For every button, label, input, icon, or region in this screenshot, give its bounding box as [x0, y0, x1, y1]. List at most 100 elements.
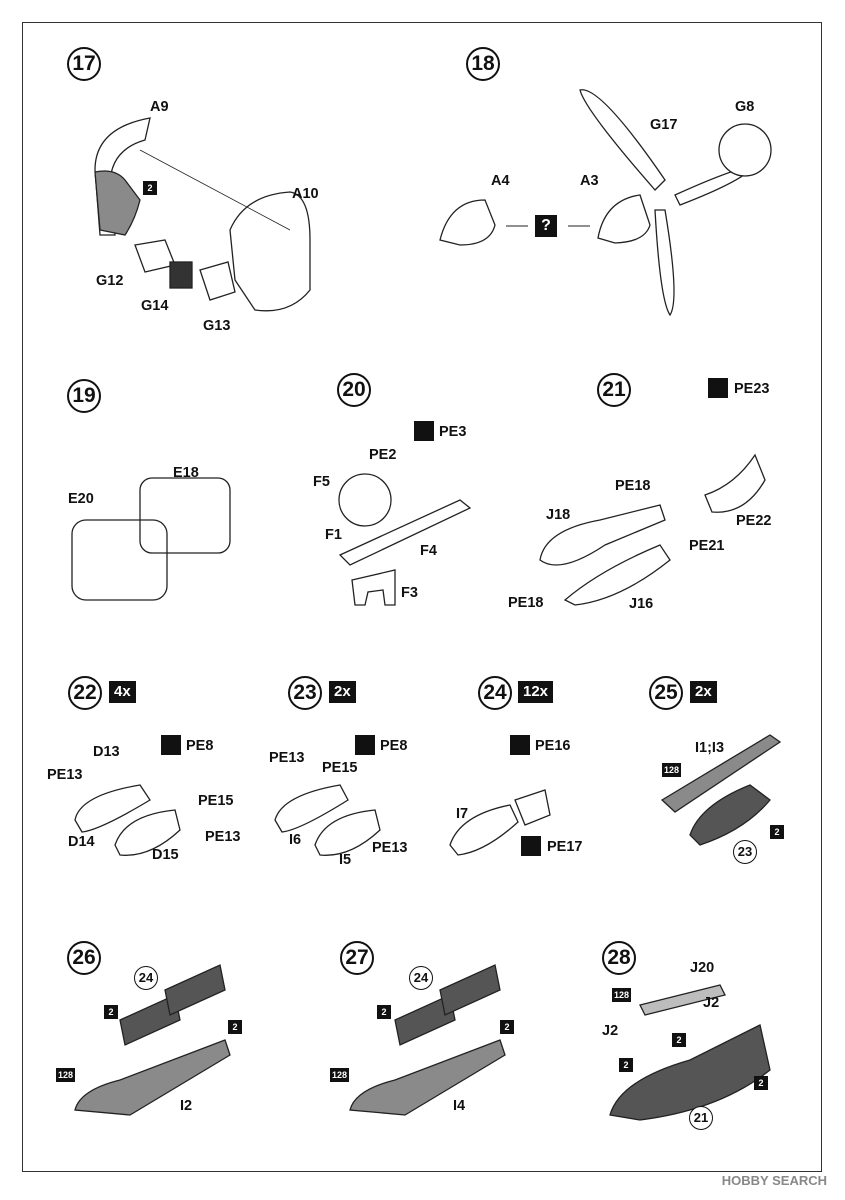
part-g13: [199, 261, 236, 301]
quantity-badge: 12x: [518, 681, 554, 703]
propeller-blade-2: [654, 209, 675, 317]
label-pe15: PE15: [322, 760, 358, 776]
step-reference-badge: 24: [134, 966, 158, 990]
rack-j20: [639, 984, 726, 1016]
bomb-cluster-4: [439, 964, 501, 1016]
paint-code-box: 2: [754, 1076, 768, 1090]
label-i2: I2: [180, 1098, 193, 1114]
label-pe22: PE22: [736, 513, 772, 529]
rack-i1-i3: [660, 734, 782, 813]
label-j16: J16: [629, 596, 654, 612]
label-j2: J2: [602, 1023, 619, 1039]
quantity-badge: 2x: [329, 681, 356, 703]
label-f1: F1: [325, 527, 342, 543]
bomb-cluster-3: [394, 994, 456, 1046]
label-pe21: PE21: [689, 538, 725, 554]
label-i6: I6: [289, 832, 302, 848]
bomb-21: [609, 1024, 771, 1121]
label-e18: E18: [173, 465, 199, 481]
cockpit-half-a10: [229, 191, 311, 312]
step-reference-badge: 23: [733, 840, 757, 864]
paint-code-box: 2: [500, 1020, 514, 1034]
label-a3: A3: [580, 173, 599, 189]
label-pe13: PE13: [269, 750, 305, 766]
label-a10: A10: [292, 186, 319, 202]
photo-etch-icon: [708, 378, 728, 398]
label-pe13: PE13: [47, 767, 83, 783]
photo-etch-icon: [414, 421, 434, 441]
step-24-number: 24: [478, 676, 512, 710]
paint-code-box: 2: [770, 825, 784, 839]
frame-e18: [139, 477, 231, 554]
choice-question-box: ?: [535, 215, 557, 237]
step-25-number: 25: [649, 676, 683, 710]
label-pe8: PE8: [380, 738, 408, 754]
label-i4: I4: [453, 1098, 466, 1114]
label-g14: G14: [141, 298, 169, 314]
label-g8: G8: [735, 99, 755, 115]
fin-pe22: [704, 453, 766, 513]
instruction-frame: [22, 22, 822, 1172]
label-a9: A9: [150, 99, 169, 115]
paint-code-box: 2: [377, 1005, 391, 1019]
step-22-number: 22: [68, 676, 102, 710]
part-g14: [169, 261, 193, 289]
step-27-number: 27: [340, 941, 374, 975]
label-pe18: PE18: [508, 595, 544, 611]
label-a4: A4: [491, 173, 510, 189]
bomb-cluster-1: [119, 994, 181, 1046]
label-j18: J18: [546, 507, 571, 523]
paint-code-box: 2: [619, 1058, 633, 1072]
spinner-g8: [718, 123, 772, 177]
label-d15: D15: [152, 847, 179, 863]
label-i5: I5: [339, 852, 352, 868]
bomb-d14: [74, 784, 151, 833]
step-26-number: 26: [67, 941, 101, 975]
tray-i2: [74, 1039, 231, 1116]
paint-code-box: 128: [612, 988, 632, 1002]
label-pe13: PE13: [372, 840, 408, 856]
photo-etch-icon: [521, 836, 541, 856]
label-i1-i3: I1;I3: [695, 740, 725, 756]
label-e20: E20: [68, 491, 94, 507]
bomb-i7: [449, 804, 519, 856]
bomb-pack: [689, 784, 771, 846]
label-j20: J20: [690, 960, 715, 976]
bomb-d15: [114, 809, 181, 856]
label-g12: G12: [96, 273, 124, 289]
step-reference-badge: 24: [409, 966, 433, 990]
step-28-number: 28: [602, 941, 636, 975]
quantity-badge: 2x: [690, 681, 717, 703]
part-g12: [134, 239, 176, 273]
label-pe2: PE2: [369, 447, 397, 463]
propeller-blade-1: [579, 89, 666, 191]
step-23-number: 23: [288, 676, 322, 710]
label-pe16: PE16: [535, 738, 571, 754]
photo-etch-icon: [355, 735, 375, 755]
bomb-cluster-2: [164, 964, 226, 1016]
drop-tank-j16: [563, 544, 671, 606]
step-19-number: 19: [67, 379, 101, 413]
label-pe18: PE18: [615, 478, 651, 494]
label-g17: G17: [650, 117, 678, 133]
paint-code-box: 2: [228, 1020, 242, 1034]
label-pe17: PE17: [547, 839, 583, 855]
label-f3: F3: [401, 585, 418, 601]
paint-code-box: 2: [672, 1033, 686, 1047]
step-20-number: 20: [337, 373, 371, 407]
step-21-number: 21: [597, 373, 631, 407]
label-d14: D14: [68, 834, 95, 850]
step-reference-badge: 21: [689, 1106, 713, 1130]
watermark: HOBBY SEARCH: [721, 1173, 827, 1188]
step-17-number: 17: [67, 47, 101, 81]
label-pe15: PE15: [198, 793, 234, 809]
fin-pe17: [514, 789, 551, 826]
paint-code-box: 128: [662, 763, 682, 777]
cockpit-interior: [94, 170, 141, 236]
seat-e20: [71, 519, 168, 601]
quantity-badge: 4x: [109, 681, 136, 703]
tray-i4: [349, 1039, 506, 1116]
paint-code-box: 2: [104, 1005, 118, 1019]
part-f5: [338, 473, 392, 527]
